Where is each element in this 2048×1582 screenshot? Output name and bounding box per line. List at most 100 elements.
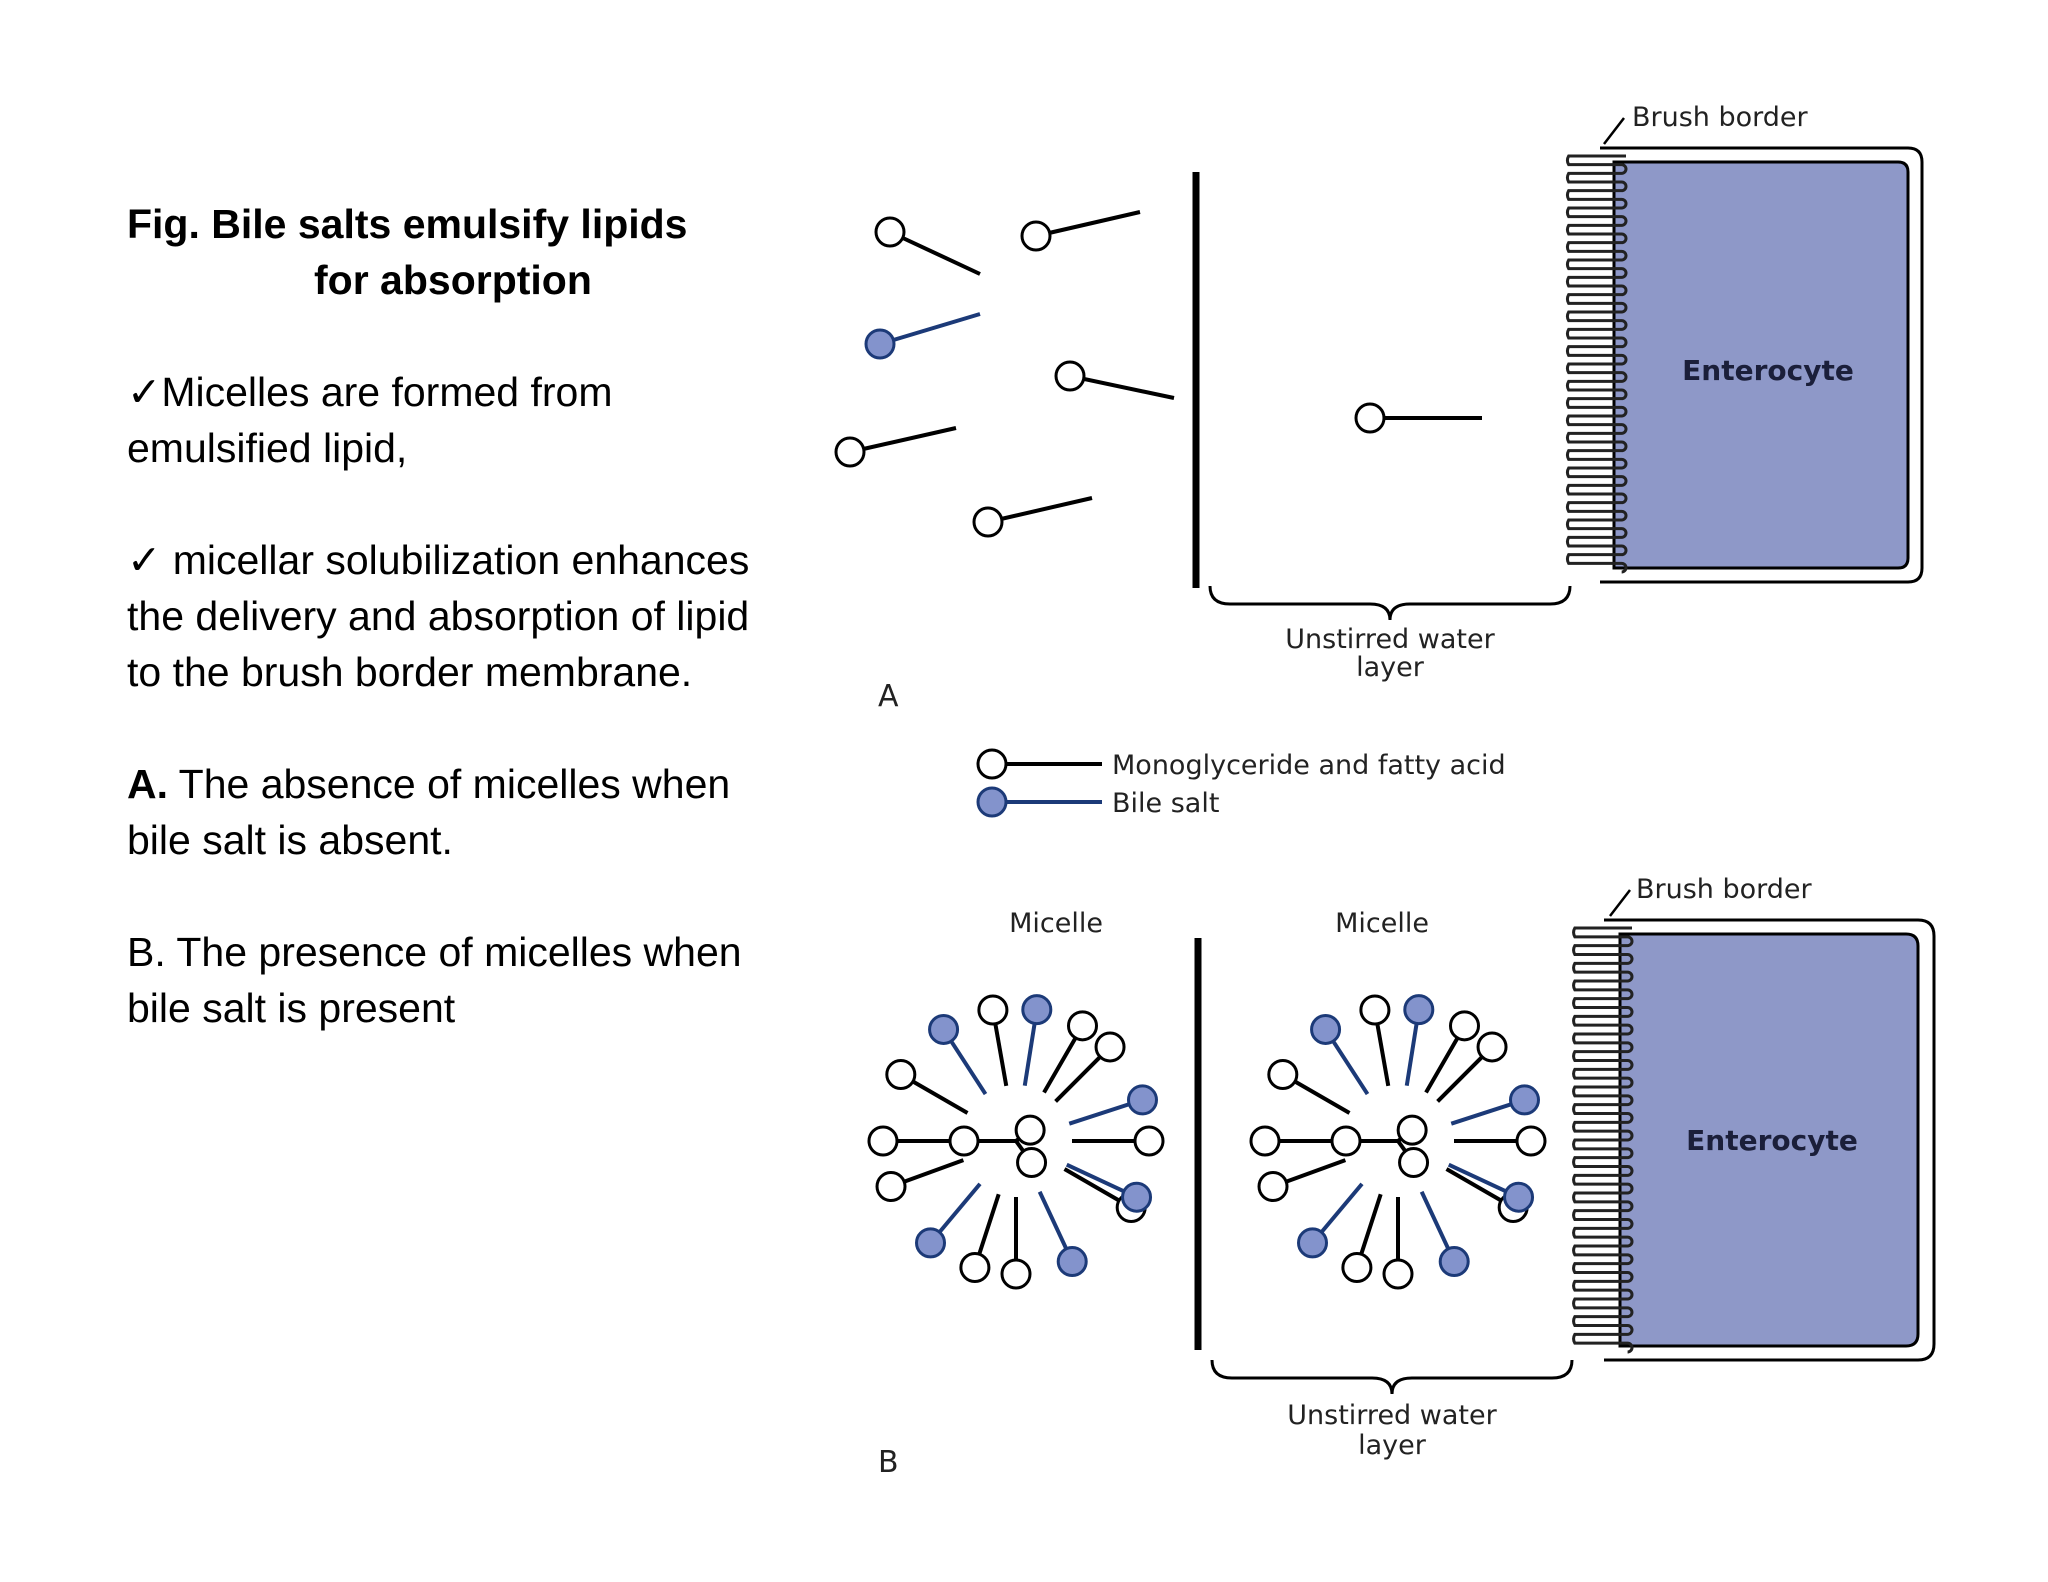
lipid-head <box>1476 1031 1508 1063</box>
lipid-head <box>1396 1114 1428 1146</box>
micelle-core-lipid <box>1014 1139 1048 1179</box>
micelle-diagram: Brush border Enterocyte Unstirred water … <box>812 100 1960 1482</box>
bile-salt-head <box>1508 1084 1540 1116</box>
unstirred-label-line1-a: Unstirred water <box>1285 624 1495 655</box>
micelle-core-lipid <box>1014 1114 1046 1146</box>
panel-a-letter: A. <box>127 761 168 807</box>
cell-membrane-outer-a <box>1600 146 1924 584</box>
brush-border-label-a: Brush border <box>1632 102 1809 133</box>
bile-salt-head <box>864 328 896 360</box>
free-lipid-molecule <box>972 496 1093 538</box>
legend-bile-salt-label: Bile salt <box>1112 788 1219 819</box>
micelle-lipid-molecule <box>1382 1197 1414 1290</box>
bile-salt-head <box>1403 994 1435 1026</box>
brush-border-label-b: Brush border <box>1636 874 1813 905</box>
unstirred-label-line2-b: layer <box>1358 1430 1427 1461</box>
lipid-head <box>874 216 906 248</box>
lipid-head <box>1054 360 1086 392</box>
enterocyte-cell-b <box>1618 932 1920 1348</box>
enterocyte-label-a: Enterocyte <box>1682 354 1854 387</box>
legend-bile-head <box>976 786 1008 818</box>
panel-a: Brush border Enterocyte Unstirred water … <box>834 102 1924 714</box>
bile-salt-head <box>1503 1181 1535 1213</box>
micelle-bile-salt-molecule <box>1450 1084 1540 1126</box>
lipid-head <box>885 1059 917 1090</box>
free-lipid-molecule <box>834 426 957 468</box>
lipid-head <box>977 994 1009 1026</box>
lipid-head <box>1382 1258 1414 1290</box>
unstirred-label-line1-b: Unstirred water <box>1287 1400 1497 1431</box>
brush-border-pointer-a <box>1603 117 1625 145</box>
lipid-head <box>1267 1059 1299 1090</box>
legend-lipid-head <box>976 748 1008 780</box>
note-line: The absence of micelles when <box>168 761 731 807</box>
legend-monoglyceride-label: Monoglyceride and fatty acid <box>1112 750 1506 781</box>
unstirred-layer-brace-a <box>1208 585 1572 621</box>
lipid-tail <box>889 230 981 276</box>
lipid-tail <box>987 496 1093 524</box>
micelle-lipid-molecule <box>885 1059 969 1115</box>
brush-border-microvilli-b <box>1572 926 1634 1354</box>
lipid-head <box>1020 220 1052 252</box>
lipid-tail <box>849 426 957 454</box>
lipid-head <box>1398 1147 1430 1179</box>
bile-salt-head <box>1056 1246 1088 1278</box>
note-line: bile salt is present <box>127 985 456 1031</box>
lipid-head <box>1249 1125 1281 1157</box>
micelle-lipid-molecule <box>1424 1010 1480 1094</box>
panel-b-label: B <box>878 1445 899 1480</box>
micelle-lipid-molecule <box>1267 1059 1351 1115</box>
bile-salt-head <box>928 1013 960 1045</box>
micelle-core-lipid <box>1330 1125 1398 1157</box>
micelle-formation-note: ✓Micelles are formed from emulsified lip… <box>127 364 847 476</box>
micelle-bile-salt-molecule <box>1419 1190 1470 1278</box>
lipid-head <box>1094 1031 1126 1063</box>
panel-a-description: A. The absence of micelles when bile sal… <box>127 756 847 868</box>
micelle-lipid-molecule <box>977 994 1009 1087</box>
lipid-head <box>1449 1010 1480 1042</box>
micelle-lipid-molecule <box>1257 1158 1347 1202</box>
panel-b-description: B. The presence of micelles when bile sa… <box>127 924 847 1036</box>
micelle-lipid-molecule <box>875 1158 965 1202</box>
lipid-tail <box>1035 210 1141 238</box>
lipid-head <box>959 1251 991 1283</box>
enterocyte-cell-a <box>1612 160 1910 570</box>
lipid-head <box>1354 402 1386 434</box>
caption-panel: Fig. Bile salts emulsify lipids for abso… <box>127 196 847 1036</box>
bile-salt-head <box>1126 1084 1158 1116</box>
micelle-lipid-molecule <box>1359 994 1391 1087</box>
micelle-right <box>1249 994 1547 1290</box>
lipid-head <box>1016 1147 1048 1179</box>
free-lipid-molecule <box>874 216 981 276</box>
micelle-bile-salt-molecule <box>915 1182 982 1259</box>
unstirred-label-line2-a: layer <box>1356 652 1425 683</box>
micelle-core-lipid <box>1396 1139 1430 1179</box>
note-line: emulsified lipid, <box>127 425 408 471</box>
note-line: B. The presence of micelles when <box>127 929 742 975</box>
legend: Monoglyceride and fatty acid Bile salt <box>976 748 1506 819</box>
lipid-head <box>834 436 866 468</box>
free-lipid-molecule <box>1354 402 1482 434</box>
micelle-lipid-molecule <box>1042 1010 1098 1094</box>
note-line: ✓ micellar solubilization enhances <box>127 537 750 583</box>
lipid-head <box>1133 1125 1165 1157</box>
lipid-head <box>1014 1114 1046 1146</box>
free-lipid-molecule <box>1054 360 1175 400</box>
note-line: bile salt is absent. <box>127 817 453 863</box>
micelle-bile-salt-molecule <box>928 1013 988 1096</box>
micelle-lipid-molecule <box>1341 1193 1383 1283</box>
micelle-lipid-molecule <box>1436 1031 1508 1103</box>
micelle-bile-salt-molecule <box>1447 1162 1535 1213</box>
micelle-bile-salt-molecule <box>1021 994 1053 1087</box>
note-line: the delivery and absorption of lipid <box>127 593 750 639</box>
micelle-bile-salt-molecule <box>1065 1162 1153 1213</box>
bile-salt-head <box>1297 1227 1329 1259</box>
lipid-head <box>1257 1170 1289 1202</box>
note-line: to the brush border membrane. <box>127 649 693 695</box>
solubilization-note: ✓ micellar solubilization enhances the d… <box>127 532 847 700</box>
micelle-bile-salt-molecule <box>1403 994 1435 1087</box>
micelle-label-left: Micelle <box>1009 908 1103 939</box>
lipid-head <box>1359 994 1391 1026</box>
micelle-bile-salt-molecule <box>1310 1013 1370 1096</box>
lipid-tail <box>1069 374 1175 400</box>
